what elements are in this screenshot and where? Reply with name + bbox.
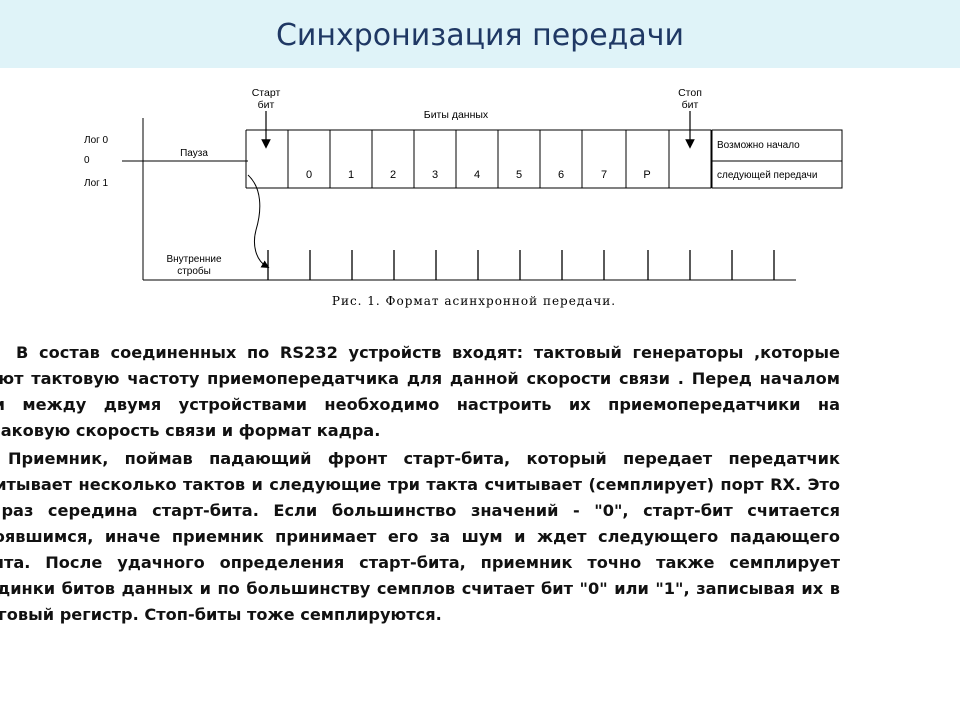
start-bit-label-2: бит xyxy=(258,99,275,111)
bit-label-4: 4 xyxy=(474,169,480,181)
bit-label-5: 5 xyxy=(516,169,522,181)
figure-caption: Рис. 1. Формат асинхронной передачи. xyxy=(332,294,616,308)
bit-label-2: 2 xyxy=(390,169,396,181)
bit-label-p: P xyxy=(643,169,650,181)
async-frame-diagram: Старт бит Биты данных Стоп бит Лог 0 0 Л… xyxy=(84,87,843,308)
bit-label-6: 6 xyxy=(558,169,564,181)
strobe-pulses xyxy=(267,250,775,280)
paragraph-1: В состав соединенных по RS232 устройств … xyxy=(0,343,840,440)
zero-label: 0 xyxy=(84,155,90,166)
next-frame-label-2: следующей передачи xyxy=(717,170,817,181)
log1-label: Лог 1 xyxy=(84,178,109,189)
strobes-label-1: Внутренние xyxy=(166,254,222,265)
strobe-connector xyxy=(247,174,270,269)
next-frame-label-1: Возможно начало xyxy=(717,140,800,151)
data-bits-label: Биты данных xyxy=(424,109,489,121)
page-title: Синхронизация передачи xyxy=(275,18,685,53)
bit-label-1: 1 xyxy=(348,169,354,181)
start-bit-label-1: Старт xyxy=(252,87,281,99)
stop-bit-label-1: Стоп xyxy=(678,87,702,99)
title-bar xyxy=(0,0,960,68)
stop-bit-label-2: бит xyxy=(682,99,699,111)
bit-label-7: 7 xyxy=(601,169,607,181)
pause-label: Пауза xyxy=(180,148,208,159)
paragraph-2: Приемник, поймав падающий фронт старт-би… xyxy=(0,449,840,624)
log0-label: Лог 0 xyxy=(84,135,109,146)
next-frame-box xyxy=(711,129,843,189)
bit-label-3: 3 xyxy=(432,169,438,181)
content-body: В состав соединенных по RS232 устройств … xyxy=(0,340,948,628)
strobes-label-2: стробы xyxy=(177,265,211,277)
bit-label-0: 0 xyxy=(306,169,312,181)
bit-dividers xyxy=(329,130,627,188)
